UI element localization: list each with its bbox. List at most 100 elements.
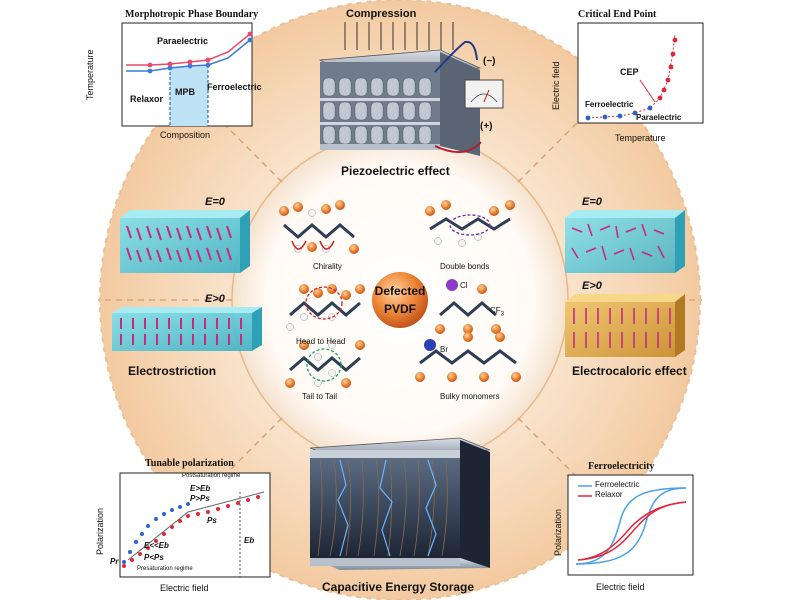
mpb-label-paraelectric: Paraelectric	[157, 36, 209, 46]
center-ball	[372, 272, 428, 328]
defect-double-bonds: Double bonds	[440, 262, 490, 271]
wire-top	[434, 40, 478, 73]
ferro-title: Ferroelectricity	[588, 461, 655, 472]
ferro-plot-frame	[567, 474, 694, 576]
tunable-p-lt: P<Ps	[144, 553, 164, 562]
aligned-dipoles	[120, 318, 242, 345]
meter-minus: (−)	[483, 56, 496, 67]
head-to-head-molecule	[286, 284, 365, 331]
cep-pointer	[639, 79, 656, 103]
box-front	[565, 302, 675, 357]
tunable-ylabel: Polarization	[95, 507, 105, 555]
defect-bulky: Bulky monomers	[440, 392, 500, 401]
cap-bottom-edge	[310, 558, 460, 566]
tunable-plot-frame	[119, 472, 271, 578]
tunable-chart	[119, 472, 271, 578]
compression-arrow-icon	[344, 22, 454, 50]
lightning-icon	[337, 459, 437, 557]
cap-top-edge	[310, 450, 460, 458]
box-front	[565, 218, 675, 273]
double-bonds-molecule	[425, 200, 515, 247]
mpb-label-ferroelectric: Ferroelectric	[207, 82, 262, 92]
defect-chirality: Chirality	[313, 262, 342, 271]
mpb-pink-points	[147, 31, 253, 68]
bottom-plate	[320, 144, 440, 150]
cep-label-ferroelectric: Ferroelectric	[585, 100, 634, 109]
electrocaloric-box-epos	[565, 294, 685, 357]
plate-mid-2	[320, 122, 440, 125]
tunable-e-gt: E>Eb	[190, 484, 211, 493]
ferro-xlabel: Electric field	[596, 582, 645, 592]
box-top	[565, 210, 685, 218]
cep-plot-frame	[577, 22, 704, 124]
defect-tail-to-tail: Tail to Tail	[302, 392, 337, 401]
capacitive-caption: Capacitive Energy Storage	[322, 580, 475, 594]
tunable-pre: Presaturation regime	[137, 566, 193, 572]
electrostriction-caption: Electrostriction	[128, 364, 217, 378]
mpb-label-relaxor: Relaxor	[130, 94, 164, 104]
center-label-2: PVDF	[383, 302, 416, 316]
cl-cf3-molecule	[435, 279, 501, 334]
atom-cf3: CF3	[490, 306, 505, 318]
cep-chart	[577, 22, 704, 124]
defect-head-to-head: Head to Head	[296, 337, 346, 346]
cep-label-cep: CEP	[620, 67, 639, 77]
center-label-1: Defected	[374, 284, 426, 298]
tunable-blue-points	[122, 502, 190, 564]
box-side	[252, 307, 262, 351]
electrocaloric-epos: E>0	[582, 280, 602, 292]
ferro-ylabel: Polarization	[553, 508, 563, 556]
plate-mid-1	[320, 98, 440, 101]
wire-bottom	[434, 141, 482, 153]
tail-to-tail-molecule	[285, 340, 365, 388]
tunable-pr: Pr	[110, 557, 119, 566]
capacitor-device	[309, 437, 491, 570]
electrostriction-e0: E=0	[205, 196, 225, 208]
electrocaloric-e0: E=0	[582, 196, 602, 208]
tunable-red-points	[122, 495, 260, 568]
ferro-legend-relaxor: Relaxor	[595, 490, 623, 499]
bulky-molecule	[415, 332, 521, 382]
tunable-e-ll: E<<Eb	[144, 541, 169, 550]
relaxor-loop-lower	[577, 501, 687, 561]
mpb-title: Morphotropic Phase Boundary	[125, 9, 259, 20]
mpb-blue-points	[147, 37, 253, 74]
piezo-caption: Piezoelectric effect	[341, 164, 450, 178]
tunable-ps: Ps	[207, 516, 217, 525]
box-side	[675, 210, 685, 273]
electrostriction-epos: E>0	[205, 293, 225, 305]
box-top	[565, 294, 685, 302]
electrostriction-box-e0	[120, 210, 250, 273]
tunable-post: Postsaturation regime	[182, 473, 241, 479]
electrocaloric-box-e0	[565, 210, 685, 273]
compression-label: Compression	[346, 8, 417, 20]
cep-label-paraelectric: Paraelectric	[636, 113, 682, 122]
ferro-loop-upper	[575, 487, 687, 565]
chirality-molecule	[279, 200, 359, 254]
atom-cl: Cl	[460, 281, 468, 290]
ferro-chart	[567, 474, 694, 576]
mpb-region	[170, 65, 208, 126]
tunable-eb: Eb	[244, 536, 255, 545]
molecules-panel	[279, 200, 521, 388]
ferro-legend-ferro: Ferroelectric	[595, 480, 640, 489]
cap-side	[460, 440, 490, 568]
polymer-chains	[317, 459, 448, 557]
meter-plus: (+)	[480, 121, 493, 132]
tunable-trend	[127, 491, 265, 561]
box-side	[675, 294, 685, 357]
mpb-ylabel: Temperature	[85, 49, 95, 100]
box-top	[112, 307, 262, 313]
voltmeter-icon	[464, 79, 504, 109]
ordered-dipoles	[573, 308, 671, 348]
disordered-dipoles	[571, 223, 665, 261]
electrocaloric-caption: Electrocaloric effect	[572, 364, 687, 378]
cep-ferro-points	[585, 105, 653, 121]
cep-title: Critical End Point	[578, 9, 657, 20]
box-side	[240, 210, 250, 273]
piezo-device	[318, 22, 504, 156]
random-dipoles	[126, 225, 232, 263]
cep-ylabel: Electric field	[551, 61, 561, 110]
tunable-p-gt: P>Ps	[190, 494, 210, 503]
